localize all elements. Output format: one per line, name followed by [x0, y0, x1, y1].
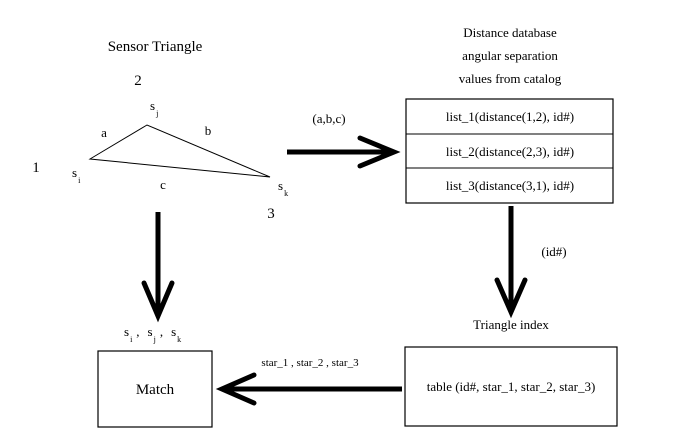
- side-label-c: c: [160, 177, 166, 192]
- star-label-sk: sk: [278, 178, 288, 198]
- sensor-triangle-group: Sensor Triangle 2 1 3 sj si sk a b c: [32, 39, 288, 222]
- triangle-index-title: Triangle index: [473, 317, 549, 332]
- triangle-index-group: Triangle index table (id#, star_1, star_…: [404, 317, 618, 427]
- distance-db-row-3: list_3(distance(3,1), id#): [446, 178, 574, 193]
- distance-db-title-line-2: angular separation: [462, 48, 558, 63]
- arrow-to-triangle-index: [494, 206, 528, 319]
- match-group: Match: [97, 350, 213, 428]
- vertex-number-2: 2: [134, 73, 142, 89]
- distance-db-row-2: list_2(distance(2,3), id#): [446, 144, 574, 159]
- vertex-number-1: 1: [32, 160, 40, 176]
- match-box: [97, 350, 213, 428]
- vertex-number-3: 3: [267, 206, 275, 222]
- match-label: Match: [136, 382, 175, 398]
- star-label-sj: sj: [150, 98, 158, 118]
- edge-label-id: (id#): [541, 244, 566, 259]
- arrow-to-distance-db: [287, 135, 401, 169]
- output-stars-label: si,sj,sk: [124, 324, 181, 344]
- distance-db-title-line-3: values from catalog: [459, 71, 562, 86]
- arrow-to-match: [215, 372, 402, 406]
- triangle-index-row: table (id#, star_1, star_2, star_3): [427, 379, 596, 394]
- side-label-b: b: [205, 123, 212, 138]
- distance-db-title-line-1: Distance database: [463, 25, 557, 40]
- side-label-a: a: [101, 125, 107, 140]
- distance-db-box: [405, 98, 614, 204]
- distance-db-group: Distance database angular separation val…: [405, 25, 614, 204]
- edge-label-abc: (a,b,c): [312, 111, 345, 126]
- sensor-triangle-title: Sensor Triangle: [108, 39, 203, 55]
- edge-label-stars: star_1 , star_2 , star_3: [261, 357, 359, 369]
- arrow-down-to-match: [141, 212, 175, 323]
- triangle-index-box: [404, 346, 618, 427]
- distance-db-row-1: list_1(distance(1,2), id#): [446, 109, 574, 124]
- sensor-triangle-shape: [88, 124, 271, 178]
- star-label-si: si: [72, 165, 81, 185]
